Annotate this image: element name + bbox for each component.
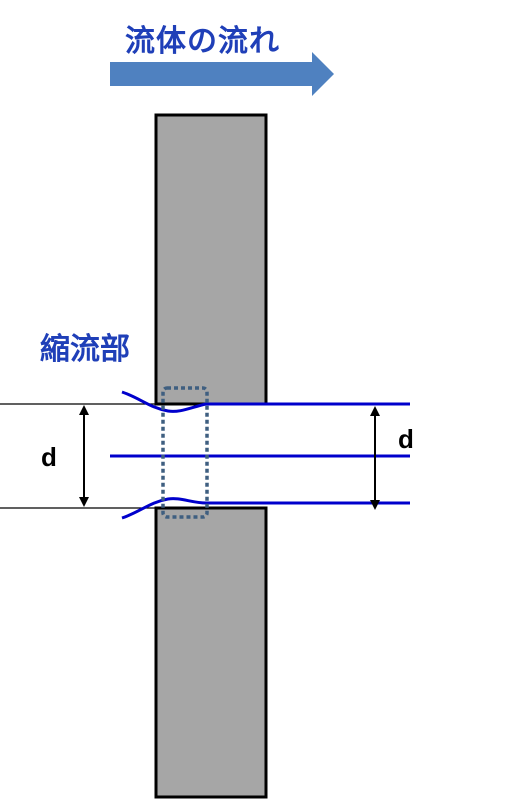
jet-dimension-label: d [398,424,414,454]
vena-contracta-label: 縮流部 [40,332,130,367]
flow-direction-arrow [110,52,334,96]
orifice-plate-upper [154,113,268,406]
streamline-lower [121,497,410,520]
streamline-upper [121,390,410,413]
orifice-plate-lower [154,506,268,799]
flow-title: 流体の流れ [125,24,280,59]
vena-contracta-highlight [161,386,209,519]
orifice-dimension-label: d [41,442,57,472]
